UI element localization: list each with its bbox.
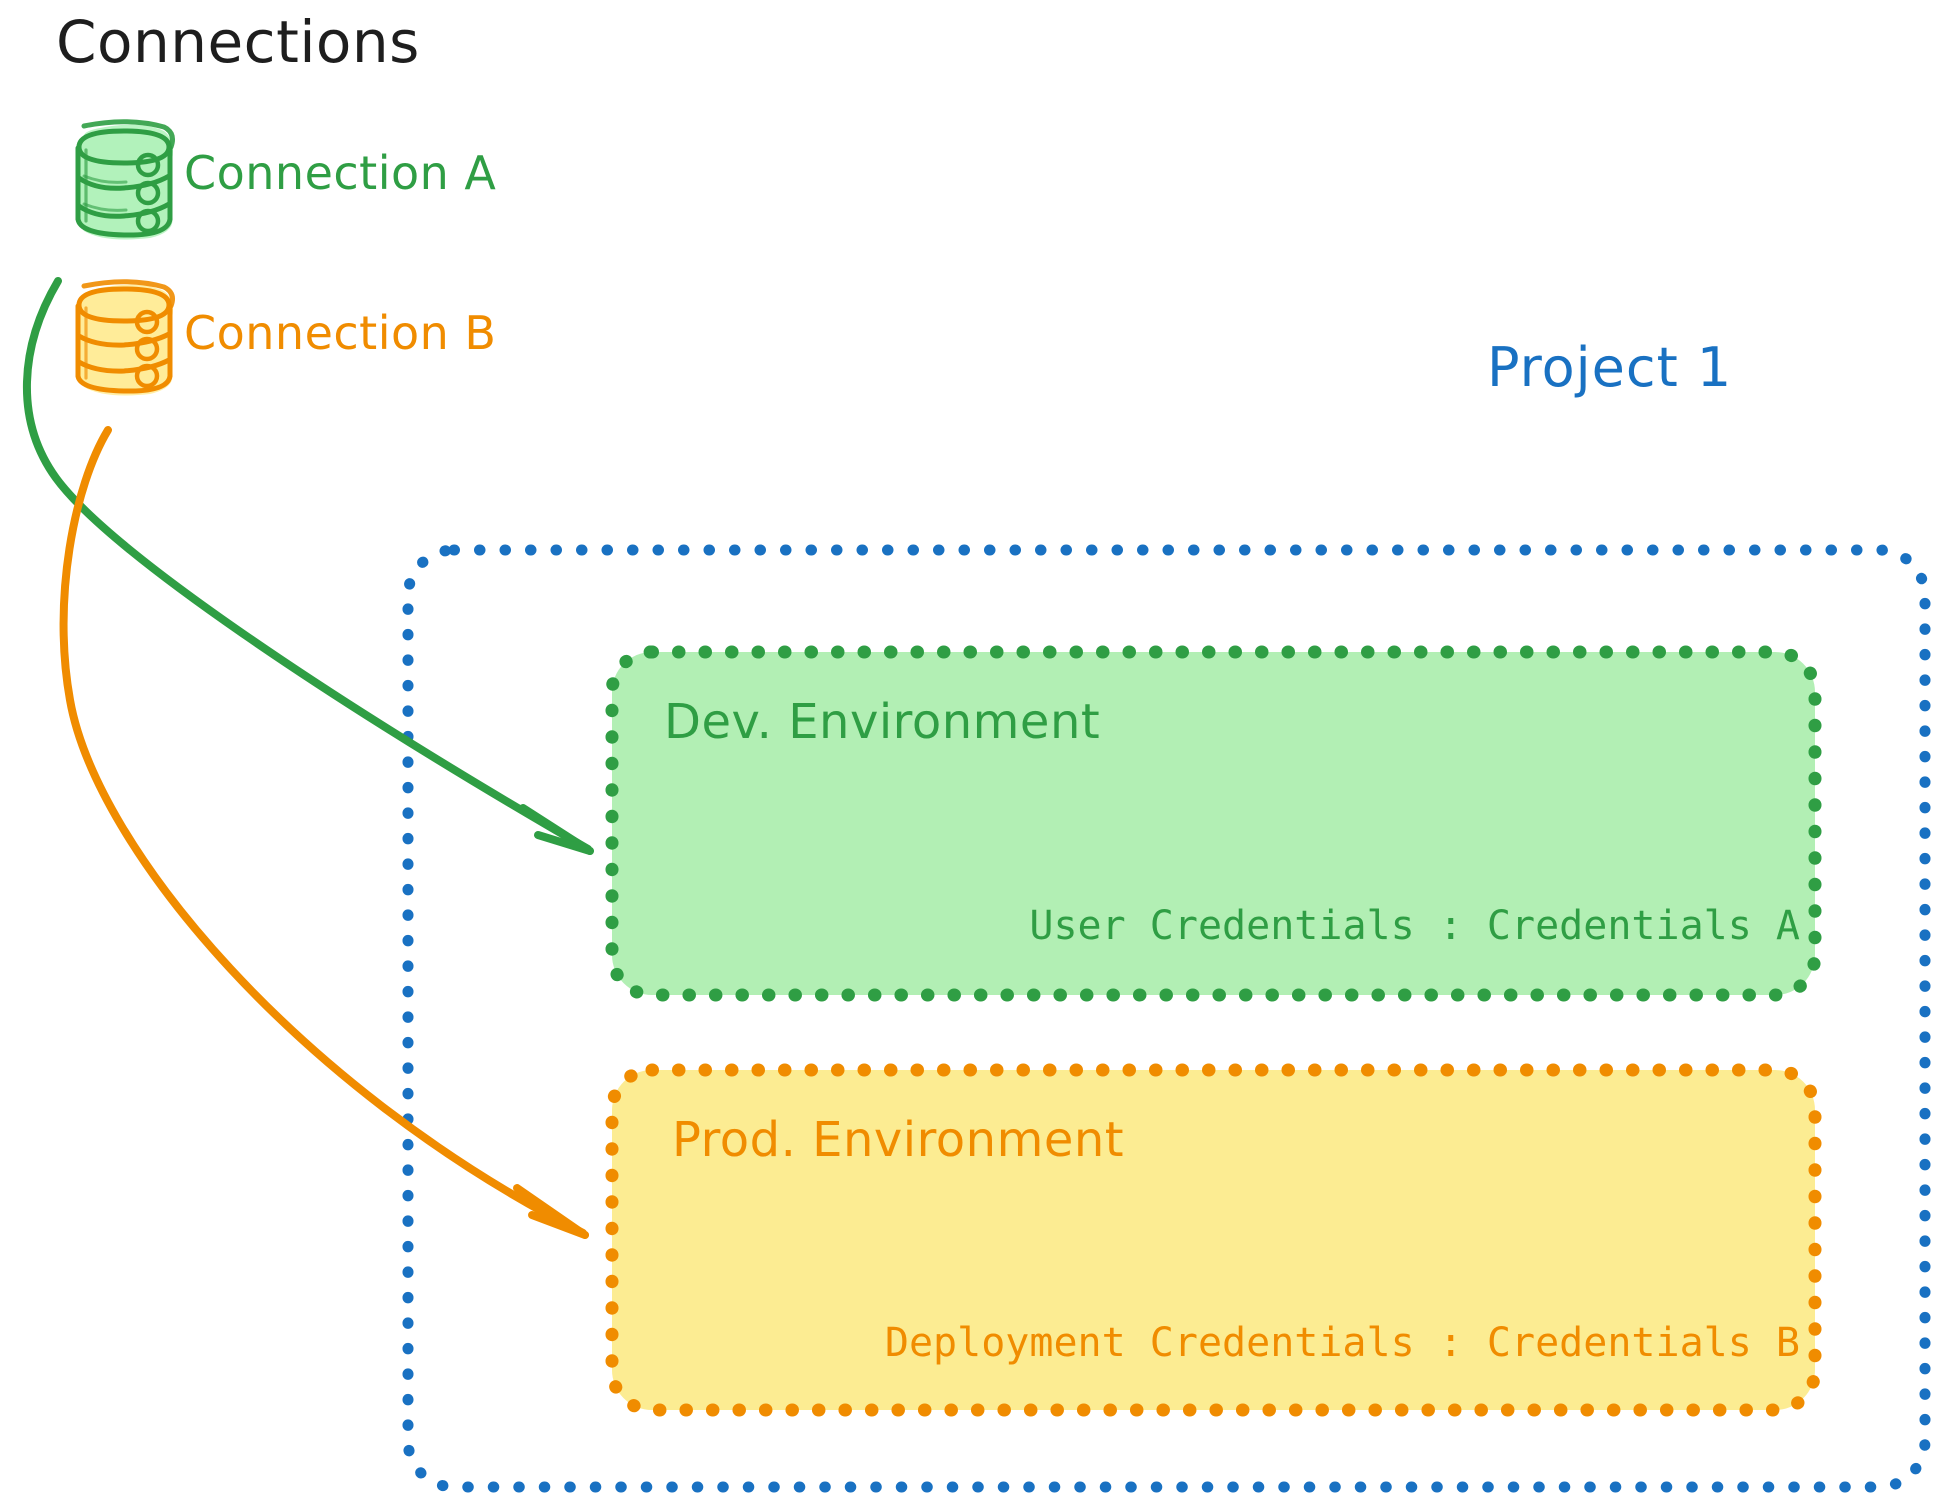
database-cylinder-icon-connection-a[interactable] [75,119,175,240]
connection-b-label[interactable]: Connection B [184,306,497,360]
prod-environment-title: Prod. Environment [672,1112,1125,1168]
page-title: Connections [56,8,420,76]
prod-environment-credentials: Deployment Credentials : Credentials B [884,1320,1800,1366]
arrow-connection-b-to-prod-environment [59,426,589,1239]
dev-environment-credentials: User Credentials : Credentials A [1029,903,1800,949]
dev-environment-title: Dev. Environment [664,694,1101,750]
connection-a-label[interactable]: Connection A [184,146,497,200]
database-cylinder-icon-connection-b[interactable] [75,279,175,396]
arrow-connection-a-to-dev-environment [22,277,594,855]
project-1-label: Project 1 [1487,336,1733,399]
